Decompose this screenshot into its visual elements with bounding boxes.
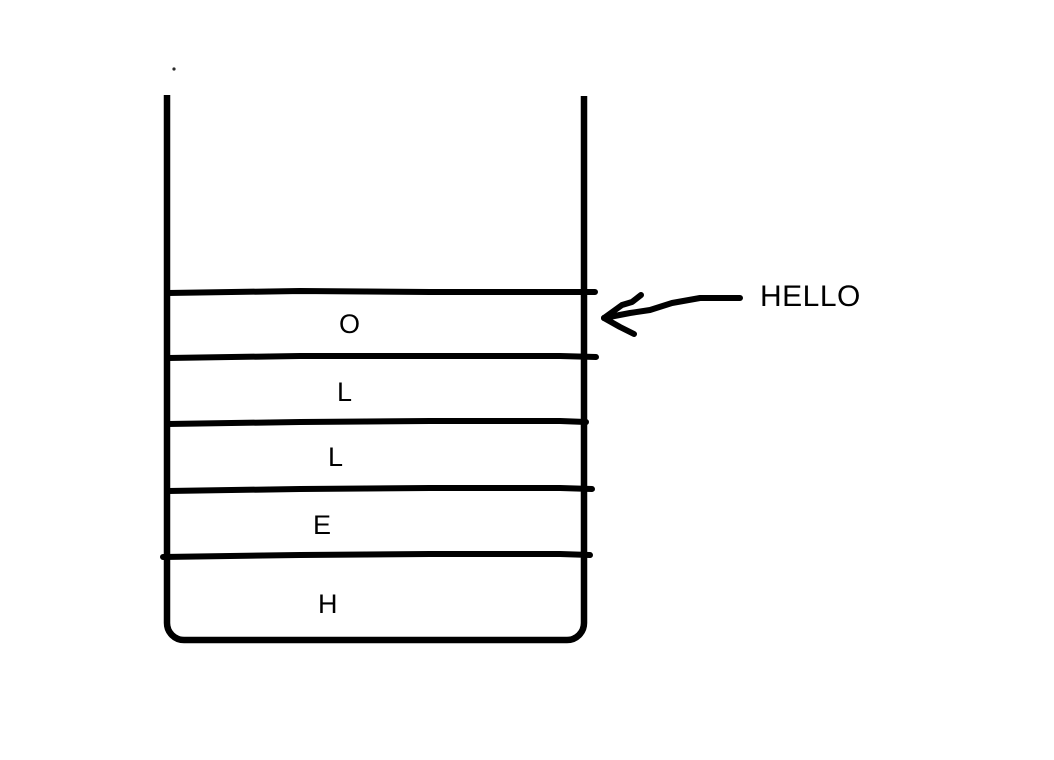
stack-cell-label-2: L [337,377,353,407]
stack-cell-label-3: L [328,442,344,472]
stack-cell-label-4: E [313,510,332,540]
stack-cell-label-top: O [339,309,361,339]
stack-cell-label-bottom: H [318,589,338,619]
stack-container-outline [163,95,588,644]
cell-divider-L-L [165,418,589,427]
stray-speck [172,67,176,71]
cell-divider-E-H [160,551,593,560]
cell-divider-top-of-O [165,288,598,296]
annotation-label: HELLO [760,280,861,313]
annotation-arrow-icon [601,292,743,337]
cell-divider-O-L [165,353,599,361]
cell-divider-L-E [165,485,595,494]
